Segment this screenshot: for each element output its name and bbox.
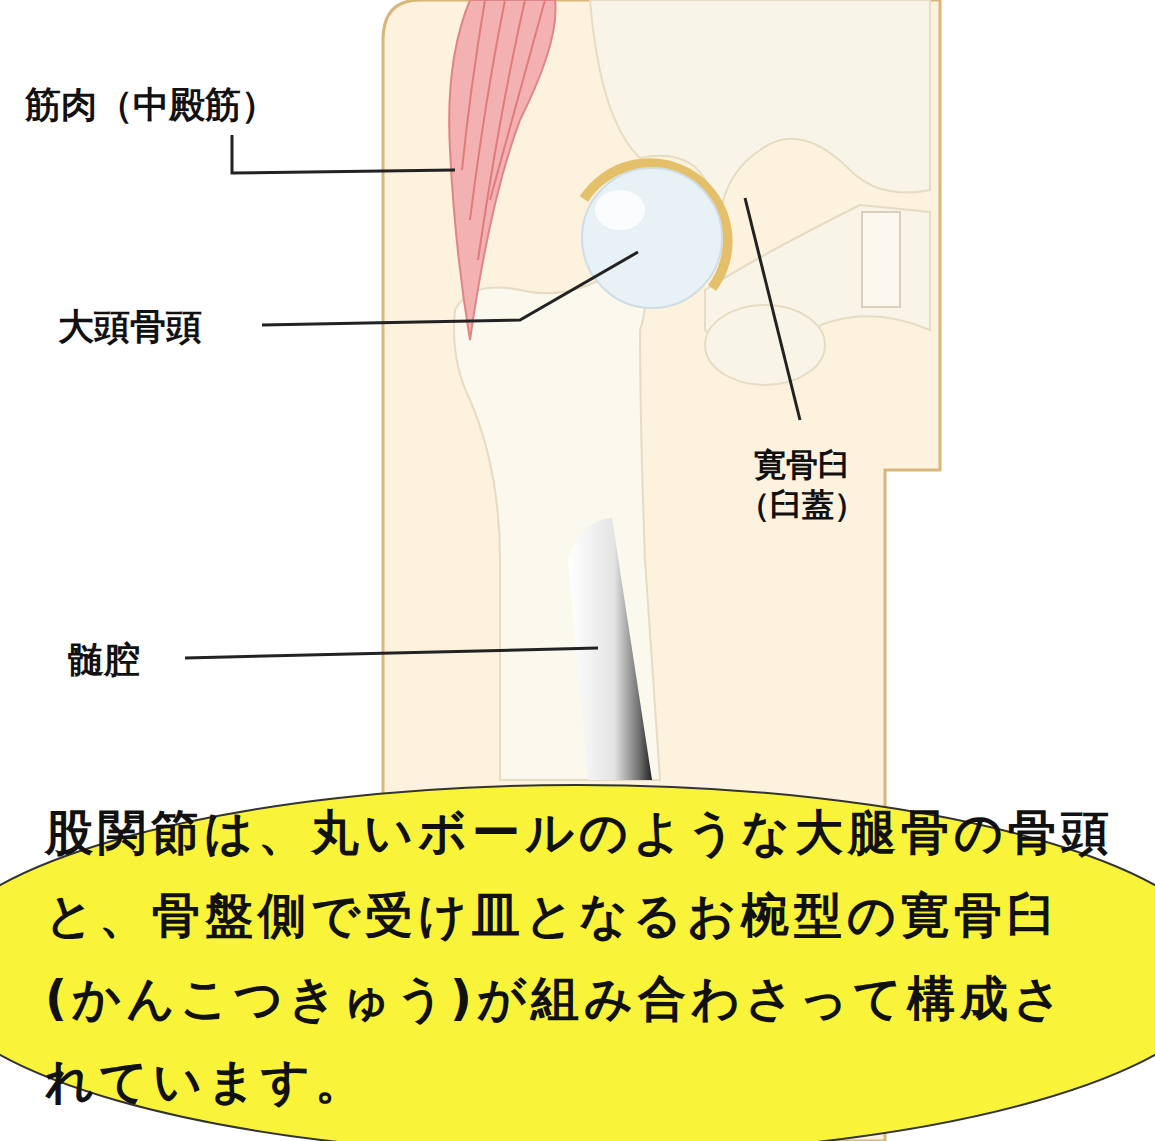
leader-lines [185,135,800,658]
gluteus-medius [449,0,555,340]
ischium [705,305,825,385]
part-label: 大頭骨頭 [58,304,202,349]
femur [454,280,660,780]
part-label: 髄腔 [68,637,140,682]
part-label: 寛骨臼 （臼蓋） [733,445,871,525]
pubic-symphysis [862,212,900,307]
explanation-band: 股関節は、丸いボールのような大腿骨の骨頭と、骨盤側で受け皿となるお椀型の寛骨臼(… [0,780,1155,1141]
part-label: 筋肉（中殿筋） [25,82,277,127]
explanation-text: 股関節は、丸いボールのような大腿骨の骨頭と、骨盤側で受け皿となるお椀型の寛骨臼(… [0,780,1155,1123]
muscle-fibres [462,0,545,260]
femoral-head [582,168,722,308]
head-highlight [595,190,645,230]
